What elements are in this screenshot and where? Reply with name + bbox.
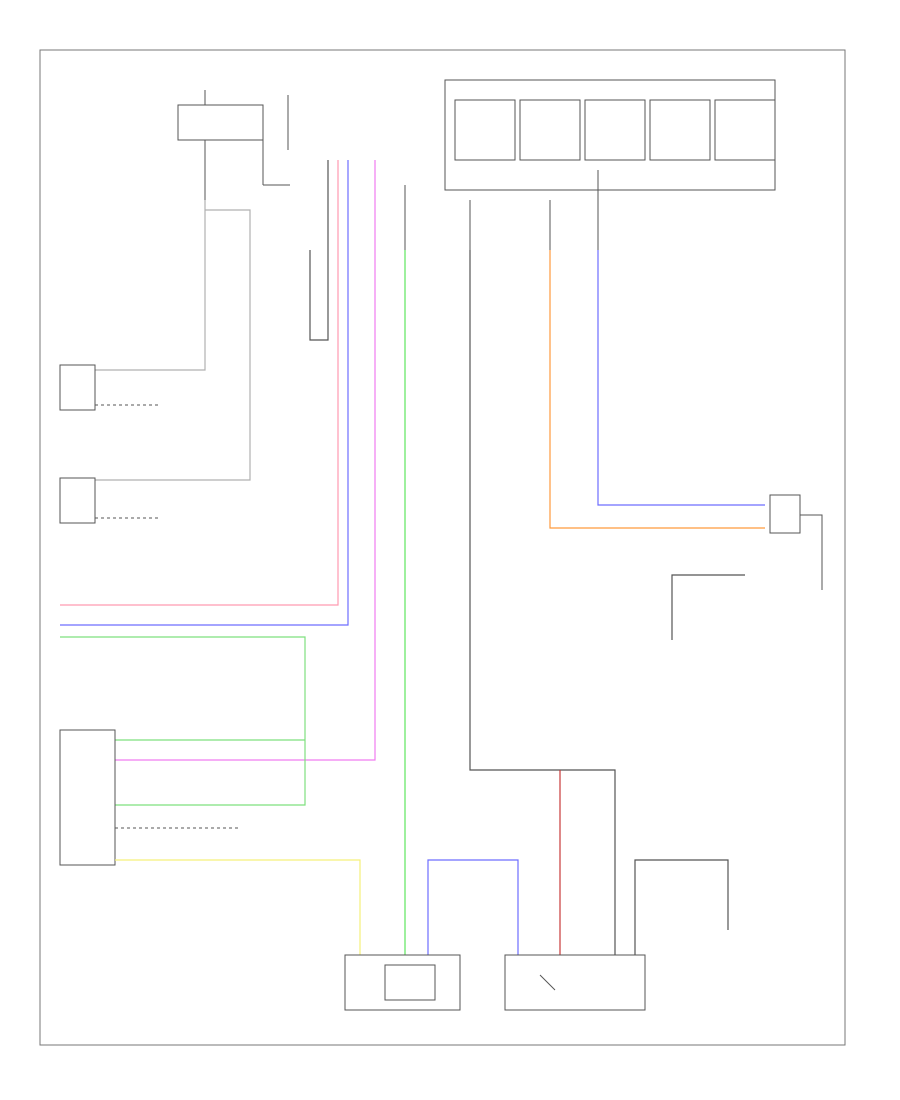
wire-orange xyxy=(549,250,765,529)
wire-yellow xyxy=(115,859,361,955)
wire-pink xyxy=(60,160,339,606)
wire-blue-left xyxy=(60,160,349,626)
wire-black-harness xyxy=(309,160,329,341)
wire-blue-bottom xyxy=(427,859,519,955)
wire-blue-right xyxy=(597,250,765,506)
wire-gray-2 xyxy=(95,209,251,481)
head-lamp-unit xyxy=(769,494,823,590)
diagram-frame xyxy=(39,49,846,1046)
wire-green-left xyxy=(60,636,306,806)
fuses xyxy=(404,170,599,250)
top-left-relay-block xyxy=(177,90,290,200)
left-front-combination-lamp xyxy=(344,954,461,1011)
wire-black-center xyxy=(469,250,616,955)
wire-black-ground-1 xyxy=(671,574,745,640)
wire-violet xyxy=(115,160,376,761)
wire-black-ground-2 xyxy=(634,859,729,1010)
daytime-light-relay xyxy=(59,729,240,866)
daytime-light-relay-2 xyxy=(504,954,646,1011)
ipdm-block xyxy=(287,79,776,191)
left-front-fog-lamp xyxy=(59,477,160,524)
right-front-fog-lamp xyxy=(59,364,160,411)
wire-gray-1 xyxy=(95,200,206,371)
